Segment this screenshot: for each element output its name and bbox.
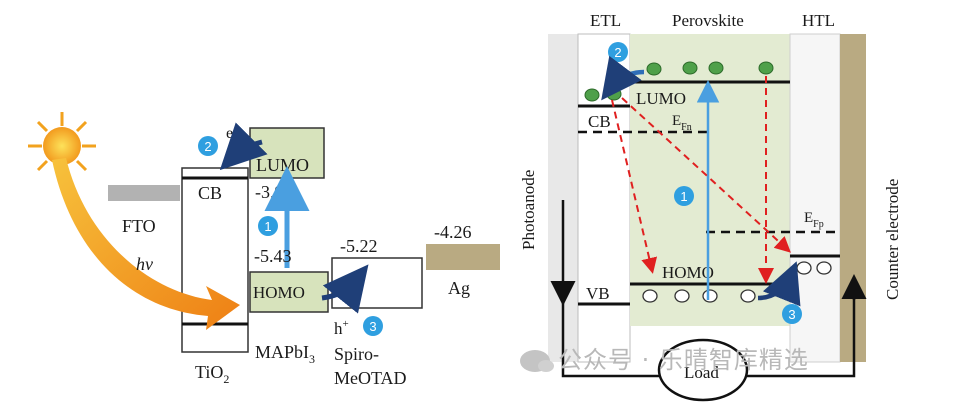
hole-superscript: +	[343, 318, 349, 330]
mapbi-subscript: 3	[309, 352, 315, 366]
right-vb-label: VB	[586, 284, 610, 303]
holes	[642, 261, 832, 303]
tio2-base: TiO	[195, 362, 223, 382]
light-beam	[52, 158, 240, 330]
ag-energy: -4.26	[434, 222, 472, 242]
electron-injection-arrow	[601, 55, 645, 101]
counter-electrode-label: Counter electrode	[883, 179, 902, 300]
efn-subscript: Fn	[681, 122, 692, 133]
efp-label: EFp	[804, 210, 824, 230]
right-step-1-badge	[674, 186, 694, 206]
ag-layer	[426, 244, 500, 270]
spiro-label-line1: Spiro-	[334, 344, 379, 364]
watermark-text: 公众号 · 乐晴智库精选	[558, 346, 809, 374]
homo-label: HOMO	[253, 283, 305, 302]
mapbi-homo-energy: -5.43	[254, 246, 292, 266]
step-2-number: 2	[204, 139, 211, 154]
etl-header: ETL	[590, 11, 621, 30]
hole-extraction-arrow	[757, 261, 801, 307]
electron-transfer-arrow	[219, 122, 268, 171]
step-3-badge	[363, 316, 383, 336]
tio2-cb-label: CB	[198, 183, 222, 203]
htl-header: HTL	[802, 11, 835, 30]
homo-box	[249, 271, 329, 313]
right-lumo-label: LUMO	[636, 89, 686, 108]
spiro-layer	[331, 257, 423, 309]
electron-label: e-	[226, 125, 238, 142]
load-resistor	[657, 338, 749, 402]
spiro-label-line2: MeOTAD	[334, 368, 407, 388]
right-device-diagram: ETL Perovskite HTL Photoanode Counter el…	[519, 11, 902, 402]
hole-label: h+	[334, 318, 349, 338]
fto-label: FTO	[122, 216, 156, 236]
watermark: 公众号 · 乐晴智库精选	[520, 340, 809, 375]
right-step-3-number: 3	[788, 307, 795, 322]
sun-icon	[28, 112, 96, 180]
spiro-energy: -5.22	[340, 236, 378, 256]
step-2-badge	[198, 136, 218, 156]
load-label: Load	[684, 363, 719, 382]
fto-layer	[108, 185, 180, 201]
external-circuit	[550, 200, 856, 378]
left-band-diagram: FTO CB VB TiO2 hv LUMO -3.93 2 e- 1 -5.4…	[28, 112, 500, 388]
efp-subscript: Fp	[813, 219, 824, 230]
step-3-number: 3	[369, 319, 376, 334]
tio2-label: TiO2	[195, 362, 229, 386]
right-homo-label: HOMO	[662, 263, 714, 282]
step-1-badge	[258, 216, 278, 236]
mapbi-base: MAPbI	[255, 342, 309, 362]
recombination-paths	[611, 76, 791, 284]
perovskite-header: Perovskite	[672, 11, 744, 30]
wechat-icon	[520, 350, 554, 372]
ag-label: Ag	[448, 278, 470, 298]
lumo-label: LUMO	[256, 155, 309, 175]
hole-base: h	[334, 319, 343, 338]
right-step-2-number: 2	[614, 45, 621, 60]
tio2-subscript: 2	[223, 372, 229, 386]
right-step-3-badge	[782, 304, 802, 324]
mapbi-label: MAPbI3	[255, 342, 315, 366]
efn-base: E	[672, 113, 681, 129]
hole-transfer-arrow	[321, 264, 369, 314]
hv-label: hv	[136, 254, 153, 274]
right-cb-label: CB	[588, 112, 611, 131]
etl-layer	[577, 33, 631, 363]
efn-label: EFn	[672, 113, 692, 133]
right-step-1-number: 1	[680, 189, 687, 204]
photoanode-label: Photoanode	[519, 170, 538, 250]
efp-base: E	[804, 210, 813, 226]
step-1-number: 1	[264, 219, 271, 234]
